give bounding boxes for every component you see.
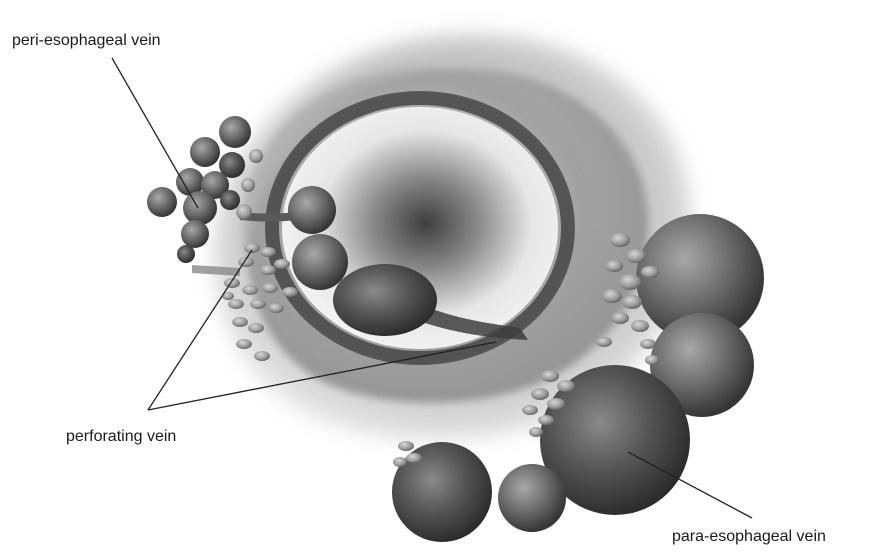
- label-para-esophageal-vein: para-esophageal vein: [672, 528, 826, 546]
- peri-esophageal-leader: [112, 58, 198, 208]
- label-perforating-vein: perforating vein: [66, 428, 176, 446]
- label-peri-esophageal-vein: peri-esophageal vein: [12, 32, 161, 50]
